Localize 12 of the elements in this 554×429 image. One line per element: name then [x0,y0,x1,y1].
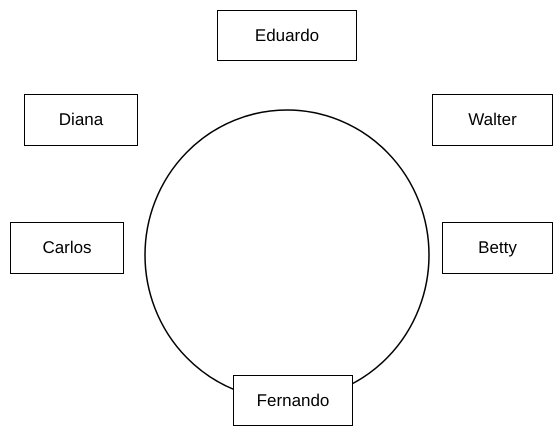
name-box [432,94,553,146]
name-box [24,94,138,146]
name-box [217,10,357,61]
person-name: Walter [468,110,517,130]
person-name: Betty [478,238,517,258]
person-name: Carlos [42,238,92,258]
person-name: Diana [58,110,104,130]
name-box [233,375,353,426]
person-name: Eduardo [254,26,320,46]
name-box [442,222,553,274]
person-name: Fernando [256,390,330,410]
name-box [10,222,124,274]
